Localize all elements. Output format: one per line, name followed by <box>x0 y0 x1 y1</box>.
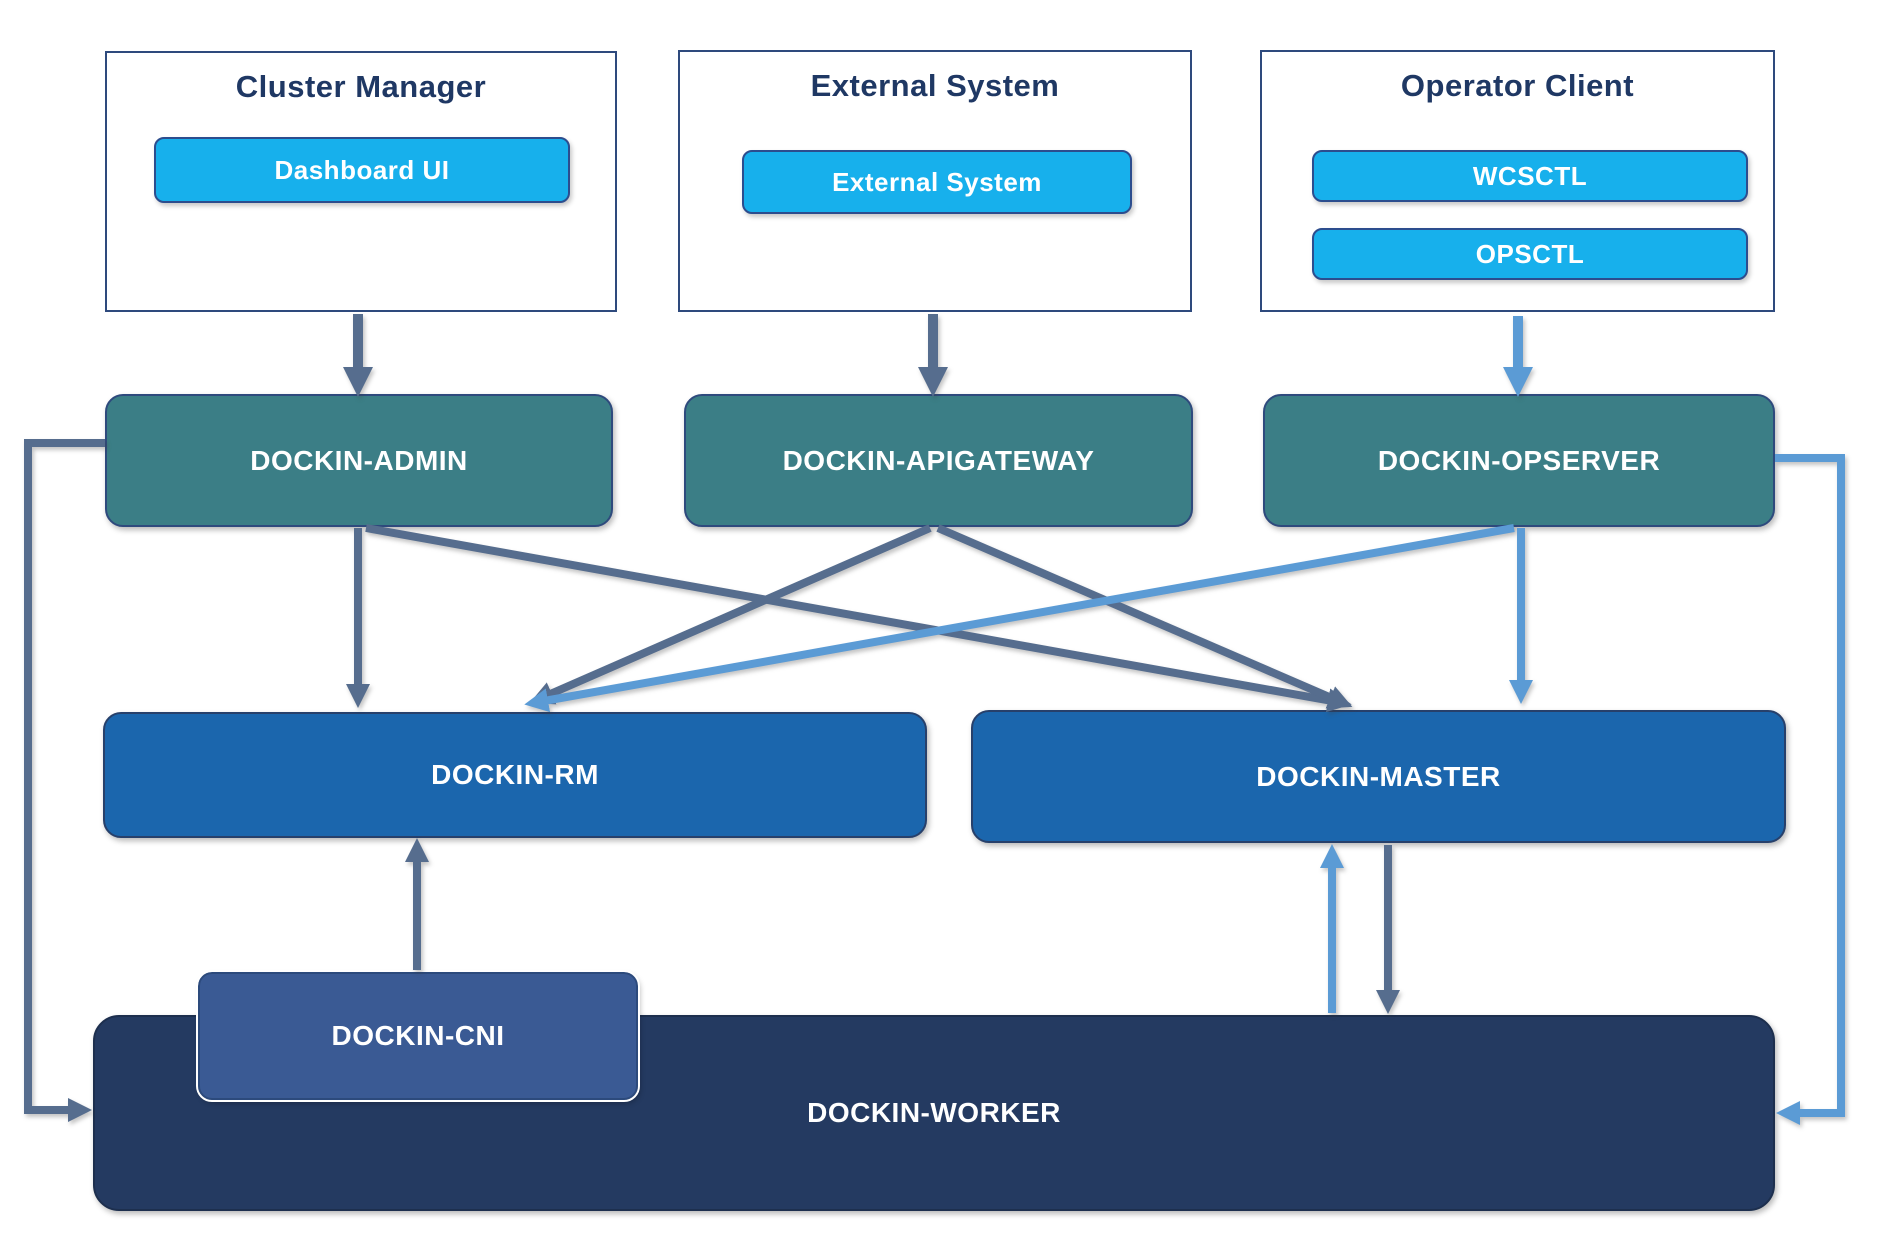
dockin-apigateway-node: DOCKIN-APIGATEWAY <box>684 394 1193 527</box>
edge-admin-to-master <box>365 524 1352 713</box>
cluster-manager-group: Cluster Manager Dashboard UI <box>105 51 617 312</box>
dockin-rm-node: DOCKIN-RM <box>103 712 927 838</box>
opsctl-node: OPSCTL <box>1312 228 1748 280</box>
operator-client-title: Operator Client <box>1400 68 1635 103</box>
external-system-group: External System External System <box>678 50 1192 312</box>
dockin-master-node: DOCKIN-MASTER <box>971 710 1786 843</box>
edge-apigateway-to-master <box>936 524 1353 709</box>
cluster-manager-title: Cluster Manager <box>235 69 487 104</box>
edge-opserver-to-rm <box>524 524 1515 713</box>
edge-admin-to-worker <box>24 439 105 1122</box>
dockin-opserver-node: DOCKIN-OPSERVER <box>1263 394 1775 527</box>
dockin-cni-node: DOCKIN-CNI <box>196 970 640 1102</box>
external-system-node: External System <box>742 150 1132 214</box>
dashboard-ui-node: Dashboard UI <box>154 137 570 203</box>
operator-client-group: Operator Client WCSCTL OPSCTL <box>1260 50 1775 312</box>
dockin-admin-node: DOCKIN-ADMIN <box>105 394 613 527</box>
edge-apigateway-to-rm <box>529 524 932 705</box>
external-system-title: External System <box>810 68 1060 103</box>
wcsctl-node: WCSCTL <box>1312 150 1748 202</box>
